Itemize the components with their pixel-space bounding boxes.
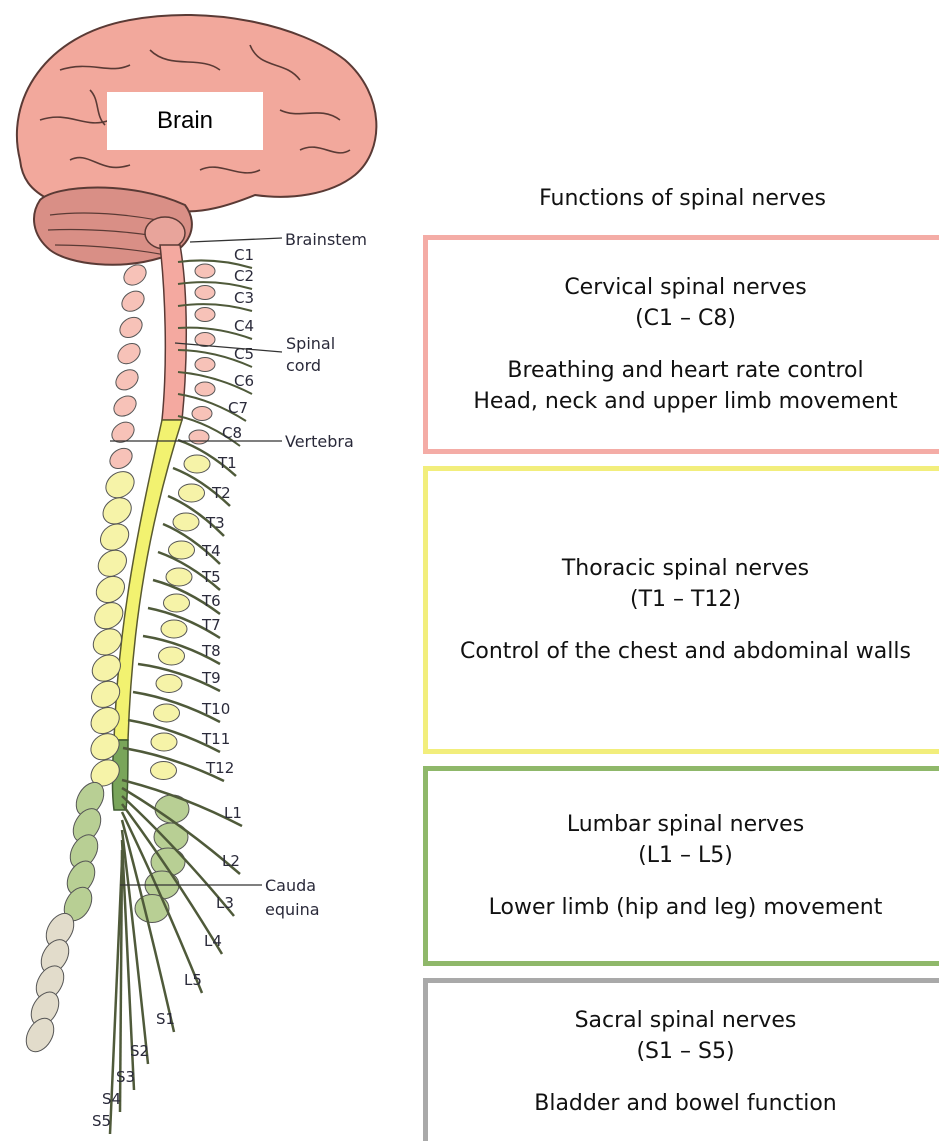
vertebra-body bbox=[108, 418, 138, 447]
vertebra-process bbox=[192, 407, 212, 421]
region-range: (L1 – L5) bbox=[638, 840, 733, 871]
region-range: (T1 – T12) bbox=[630, 584, 741, 615]
thoracic-region-box: Thoracic spinal nerves (T1 – T12) Contro… bbox=[423, 466, 939, 754]
nerve-label-t5: T5 bbox=[201, 568, 221, 586]
vertebra-process bbox=[135, 895, 169, 923]
vertebra-process bbox=[164, 594, 190, 612]
region-function: Breathing and heart rate control bbox=[507, 355, 863, 386]
vertebra-body bbox=[21, 1013, 60, 1056]
vertebra-process bbox=[166, 568, 192, 586]
nerve-label-t2: T2 bbox=[211, 484, 231, 502]
vertebra-process bbox=[195, 264, 215, 278]
nerve-label-t1: T1 bbox=[217, 454, 237, 472]
region-name: Thoracic spinal nerves bbox=[562, 553, 809, 584]
nerve-label-l1: L1 bbox=[224, 804, 242, 822]
region-range: (C1 – C8) bbox=[635, 303, 736, 334]
vertebra-process bbox=[195, 358, 215, 372]
nerve-label-s4: S4 bbox=[102, 1090, 121, 1108]
nerve-label-t11: T11 bbox=[201, 730, 230, 748]
cauda-equina-label-line1: Cauda bbox=[265, 876, 316, 895]
nerve-label-l2: L2 bbox=[222, 852, 240, 870]
vertebra-body bbox=[112, 366, 142, 395]
nerve-label-l3: L3 bbox=[216, 894, 234, 912]
spinal-cord-label-line2: cord bbox=[286, 356, 321, 375]
nerve-label-t8: T8 bbox=[201, 642, 221, 660]
nerve-label-c6: C6 bbox=[234, 372, 254, 390]
spinal-cord-label-line1: Spinal bbox=[286, 334, 335, 353]
region-name: Sacral spinal nerves bbox=[575, 1005, 797, 1036]
vertebra-body bbox=[106, 444, 136, 473]
cauda-equina-label-line2: equina bbox=[265, 900, 320, 919]
nerve-label-c4: C4 bbox=[234, 317, 254, 335]
region-function: Head, neck and upper limb movement bbox=[473, 386, 897, 417]
vertebra-process bbox=[151, 733, 177, 751]
nerve-label-s3: S3 bbox=[116, 1068, 135, 1086]
vertebra-process bbox=[173, 513, 199, 531]
cervical-region-box: Cervical spinal nerves (C1 – C8) Breathi… bbox=[423, 235, 939, 454]
nerve-label-t9: T9 bbox=[201, 669, 221, 687]
vertebra-process bbox=[195, 286, 215, 300]
nerve-label-s2: S2 bbox=[130, 1042, 149, 1060]
vertebra-process bbox=[159, 647, 185, 665]
region-function: Control of the chest and abdominal walls bbox=[460, 636, 911, 667]
region-name: Lumbar spinal nerves bbox=[567, 809, 804, 840]
vertebra-process bbox=[184, 455, 210, 473]
region-function: Lower limb (hip and leg) movement bbox=[489, 892, 883, 923]
vertebra-process bbox=[154, 704, 180, 722]
vertebra-process bbox=[195, 308, 215, 322]
nerve-label-c7: C7 bbox=[228, 399, 248, 417]
nerve-label-l4: L4 bbox=[204, 932, 222, 950]
nerve-label-t10: T10 bbox=[201, 700, 230, 718]
region-function: Bladder and bowel function bbox=[534, 1088, 837, 1119]
functions-panel-title: Functions of spinal nerves bbox=[425, 186, 939, 211]
vertebra-process bbox=[179, 484, 205, 502]
vertebra-process bbox=[156, 675, 182, 693]
vertebra-body bbox=[118, 287, 148, 316]
nerve-label-s1: S1 bbox=[156, 1010, 175, 1028]
vertebra-body bbox=[114, 339, 144, 368]
nerve-label-l5: L5 bbox=[184, 971, 202, 989]
vertebra-process bbox=[161, 620, 187, 638]
nerve-label-s5: S5 bbox=[92, 1112, 111, 1130]
vertebra-process bbox=[189, 430, 209, 444]
vertebra-body bbox=[110, 392, 140, 421]
vertebra-process bbox=[195, 382, 215, 396]
nerve-label-c3: C3 bbox=[234, 289, 254, 307]
vertebra-body bbox=[116, 313, 146, 342]
vertebra-process bbox=[169, 541, 195, 559]
nerve-label-c1: C1 bbox=[234, 246, 254, 264]
lumbar-region-box: Lumbar spinal nerves (L1 – L5) Lower lim… bbox=[423, 766, 939, 966]
brain-label: Brain bbox=[107, 92, 263, 150]
region-range: (S1 – S5) bbox=[636, 1036, 734, 1067]
vertebra-process bbox=[151, 762, 177, 780]
nerve-label-c2: C2 bbox=[234, 267, 254, 285]
nerve-label-c8: C8 bbox=[222, 424, 242, 442]
region-name: Cervical spinal nerves bbox=[564, 272, 806, 303]
spinal-anatomy-diagram: C1C2C3C4C5C6C7C8T1T2T3T4T5T6T7T8T9T10T11… bbox=[0, 0, 420, 1141]
nerve-label-t7: T7 bbox=[201, 616, 221, 634]
nerve-label-t6: T6 bbox=[201, 592, 221, 610]
nerve-label-t4: T4 bbox=[201, 542, 221, 560]
sacral-region-box: Sacral spinal nerves (S1 – S5) Bladder a… bbox=[423, 978, 939, 1141]
nerve-label-t12: T12 bbox=[205, 759, 234, 777]
vertebra-label: Vertebra bbox=[285, 432, 354, 451]
brainstem-label: Brainstem bbox=[285, 230, 367, 249]
nerve-label-t3: T3 bbox=[205, 514, 225, 532]
